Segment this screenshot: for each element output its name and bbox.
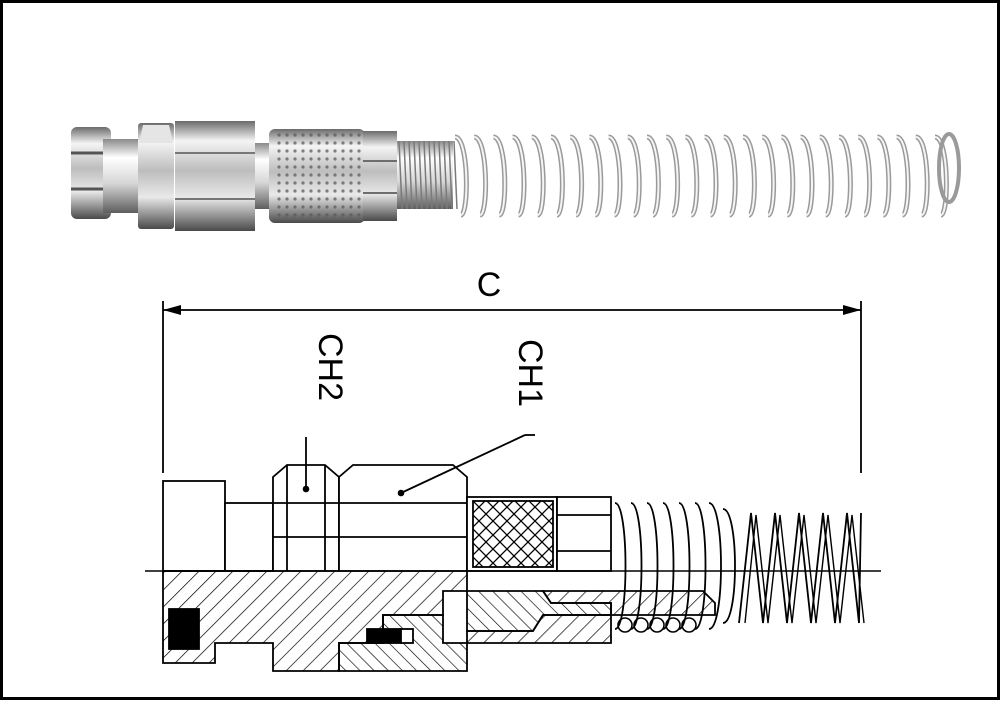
fitting-photo (71, 121, 961, 231)
thread-line (453, 140, 458, 210)
spring-zigzag-inner (744, 514, 865, 624)
spring-coil-highlight (512, 136, 525, 216)
spring-guard (397, 132, 961, 218)
spring-coil-highlight (646, 136, 660, 216)
spring-coil-highlight (665, 136, 679, 216)
collet-end (71, 123, 174, 229)
spring-coil-drawn (646, 502, 659, 630)
spring-coil-highlight (896, 136, 909, 216)
spring-coil-highlight (857, 136, 871, 216)
thread-line (443, 140, 448, 210)
thread-line (408, 140, 413, 210)
spring-coil-highlight (684, 136, 698, 216)
thread-line (418, 140, 423, 210)
spring-coil-highlight (838, 136, 852, 216)
thread-line (413, 140, 418, 210)
leader-lines (302, 434, 535, 497)
spring-end (937, 132, 961, 204)
thread-line (423, 140, 428, 210)
ch1-label: CH1 (511, 339, 549, 407)
spring-coil-highlight (761, 136, 775, 216)
technical-drawing (145, 301, 881, 672)
hex-nut-large (363, 131, 397, 221)
spring-coil-drawn (630, 502, 643, 630)
spring-coil-highlight (473, 136, 487, 216)
spring-coil-highlight (704, 136, 717, 216)
hex-nut-small (175, 121, 255, 231)
spring-coil-highlight (531, 136, 545, 216)
spring-coil-highlight (819, 136, 833, 216)
spring-zigzag (738, 512, 862, 624)
spring-coil-highlight (608, 136, 621, 216)
spring-coil-highlight (723, 136, 737, 216)
spring-coil-highlight (454, 136, 468, 216)
thread-line (433, 140, 438, 210)
spring-coil-drawn (708, 502, 722, 630)
spring-coil-highlight (569, 136, 583, 216)
spring-coil-highlight (627, 136, 641, 216)
thread-line (403, 140, 408, 210)
spring-drawing (614, 502, 865, 630)
thread-line (428, 140, 433, 210)
thread-line (438, 140, 443, 210)
dimension-c-label: C (477, 266, 502, 304)
coil-section-circle (665, 617, 681, 633)
coil-section-circle (633, 617, 649, 633)
coil-section-circle (617, 617, 633, 633)
coil-section-circle (649, 617, 665, 633)
thread-line (448, 140, 453, 210)
dimension-c (162, 301, 862, 473)
spring-coil-highlight (492, 136, 506, 216)
knurled-sleeve (269, 129, 365, 223)
section-view (162, 570, 716, 672)
external-outline (162, 464, 612, 572)
coil-section-circle (681, 617, 697, 633)
fitting-figure: C CH2 CH1 (71, 121, 961, 672)
spring-coil-drawn (694, 502, 707, 630)
spring-coil-drawn (614, 502, 627, 630)
spring-coil-highlight (934, 136, 948, 216)
thread-line (398, 140, 403, 210)
spring-coil-drawn (722, 508, 736, 624)
spring-coil-highlight (742, 136, 756, 216)
spring-coil-drawn (678, 502, 691, 630)
spring-coil-highlight (800, 136, 813, 216)
neck (255, 143, 269, 209)
spring-coil-drawn (662, 502, 675, 630)
section-coils (617, 617, 697, 633)
spring-coil-highlight (915, 136, 929, 216)
spring-coil-highlight (550, 136, 564, 216)
spring-coil-highlight (780, 136, 794, 216)
spring-coil-highlight (876, 136, 890, 216)
spring-coil-highlight (588, 136, 602, 216)
ch2-label: CH2 (311, 333, 349, 401)
